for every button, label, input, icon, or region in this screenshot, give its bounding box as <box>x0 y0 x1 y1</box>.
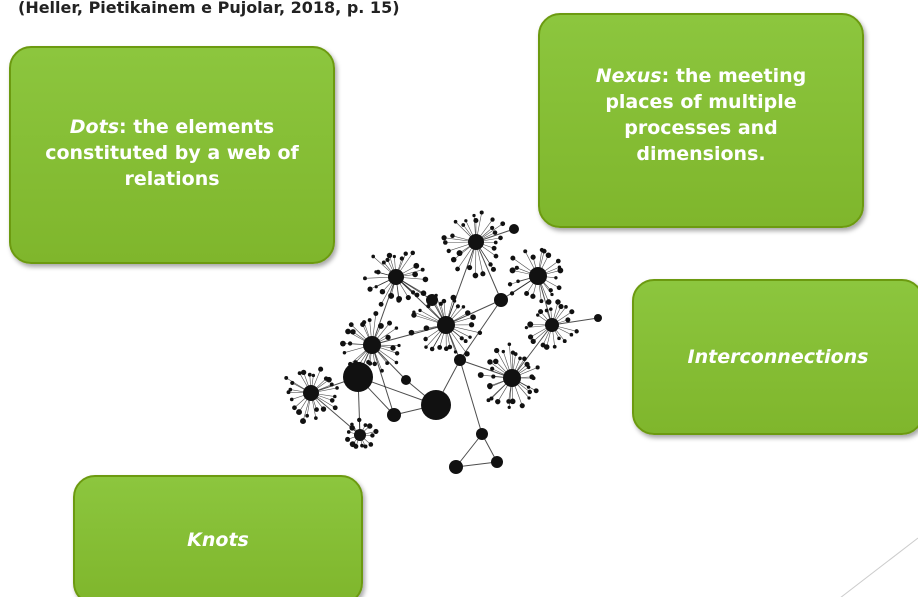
dots-box: Dots: the elements constituted by a web … <box>9 46 335 264</box>
dots-desc: : the elements constituted by a web of r… <box>45 116 299 190</box>
interconnections-box: Interconnections <box>632 279 918 435</box>
interconnections-term: Interconnections <box>687 346 869 368</box>
nexus-desc: : the meeting places of multiple process… <box>605 65 807 165</box>
knots-term: Knots <box>187 529 249 551</box>
citation: (Heller, Pietikainem e Pujolar, 2018, p.… <box>18 0 400 17</box>
dots-text: Dots: the elements constituted by a web … <box>31 114 313 192</box>
nexus-box: Nexus: the meeting places of multiple pr… <box>538 13 864 228</box>
decorative-corner-line <box>840 537 918 597</box>
nexus-text: Nexus: the meeting places of multiple pr… <box>560 63 842 167</box>
knots-box: Knots <box>73 475 363 597</box>
nexus-term: Nexus <box>595 65 662 87</box>
dots-term: Dots <box>69 116 119 138</box>
